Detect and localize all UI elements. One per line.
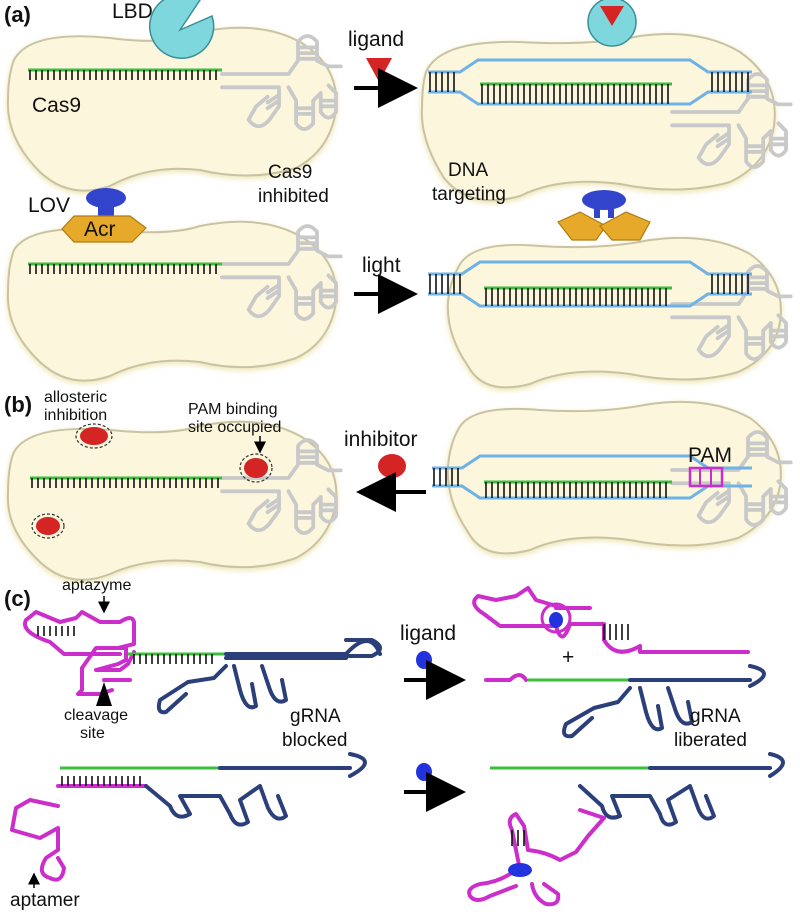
grna-aptazyme-blocked [23,610,382,715]
label-pam-binding-1: PAM binding [188,401,278,418]
label-allosteric-1: allosteric [44,389,107,406]
cas9-active-light [428,236,793,389]
label-ligand: ligand [348,28,404,51]
flank-ticks-left-3 [433,468,459,486]
dna-ticks-3 [485,482,667,498]
inhibitor-site-pam [239,453,273,483]
label-grna-blocked-2: blocked [282,730,348,751]
ligand-triangle [366,58,392,82]
label-ligand-c: ligand [400,622,456,645]
cas9-active-ligand [420,33,793,202]
flank-ticks-left [429,72,455,92]
label-light: light [362,254,401,277]
guide-ticks [29,70,217,80]
label-aptamer: aptamer [10,890,80,911]
small-ligand-1 [416,651,432,669]
inhibitor-site-allosteric [75,423,113,449]
label-acr: Acr [84,218,116,241]
label-inhibitor: inhibitor [344,428,418,451]
panel-label-a: (a) [4,2,31,27]
flank-ticks-left-2 [429,274,461,294]
label-pam-binding-2: site occupied [188,419,281,436]
label-cas9-inhibited-2: inhibited [258,186,329,207]
label-allosteric-2: inhibition [44,407,107,424]
inhibitor-site-third [31,513,65,539]
flank-ticks-right [711,72,749,92]
small-ligand-2 [416,763,432,781]
lov-acr-released [557,190,651,241]
aptamer-ticks-lib [511,830,525,846]
aptamer-ticks [61,776,141,786]
label-grna-liberated-1: gRNA [690,706,741,727]
label-plus: + [562,646,574,669]
label-cleavage-1: cleavage [64,707,128,724]
cas9-inhibited-ligand [6,26,343,192]
label-lbd: LBD [112,0,153,23]
grna-aptamer-blocked [10,752,367,882]
label-grna-liberated-2: liberated [674,730,747,751]
aptazyme-ticks [37,626,75,636]
guide-ticks-2 [29,264,217,274]
label-cleavage-2: site [80,725,105,742]
grna-liberated-aptazyme-cleaved [472,586,766,739]
aptazyme-ticks-lib [603,624,629,640]
lbd-domain [148,0,215,59]
cas9-small-molecule-inhibited [6,420,343,581]
cas9-inhibited-light [6,220,343,382]
panel-label-b: (b) [4,392,32,417]
label-dna-targeting-2: targeting [432,184,506,205]
lov-acr-complex [61,188,147,243]
label-pam: PAM [688,444,732,467]
dna-ticks-2 [485,288,667,306]
inhibitor-molecule [378,454,406,478]
guide-ticks-3 [31,478,219,488]
flank-ticks-right-2 [711,274,749,294]
lbd-bound [587,0,637,47]
panel-label-c: (c) [4,586,31,611]
label-dna-targeting-1: DNA [448,160,488,181]
label-grna-blocked-1: gRNA [290,706,341,727]
label-cas9-inhibited-1: Cas9 [268,162,312,183]
dna-ticks [481,84,669,104]
guide-ticks-c1 [133,654,213,664]
label-lov: LOV [28,194,70,217]
grna-liberated-aptamer-bound [467,752,785,907]
cleavage-pointer [96,682,112,706]
label-aptazyme: aptazyme [62,577,131,594]
cas9-active-pam [432,400,793,555]
pam-box [688,466,724,488]
label-cas9: Cas9 [32,94,81,117]
